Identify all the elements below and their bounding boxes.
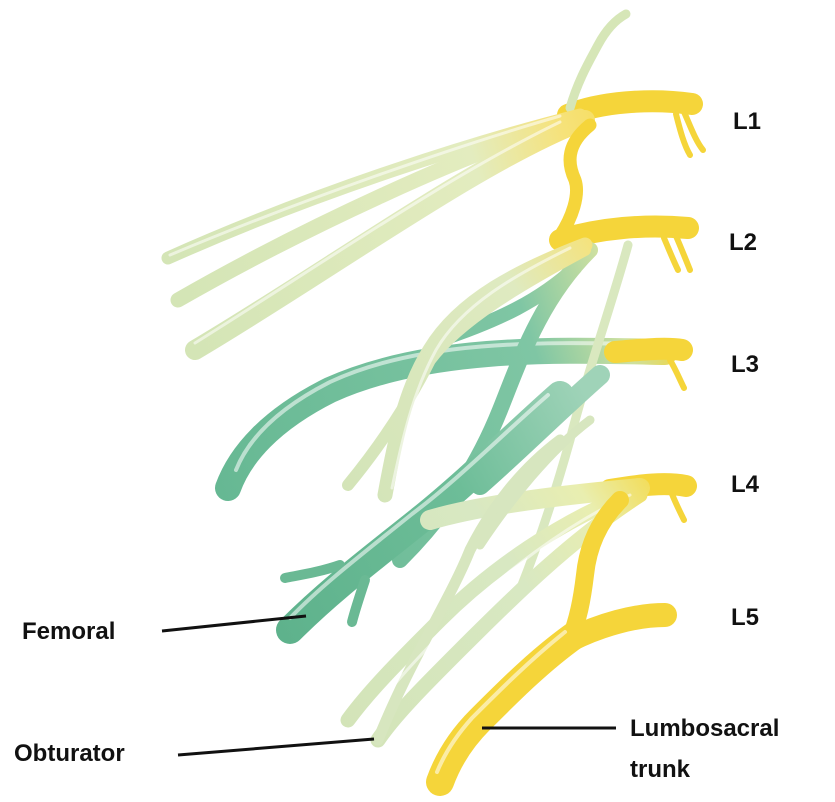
femoral-label: Femoral	[22, 618, 115, 645]
root-label-l1: L1	[733, 108, 761, 135]
root-label-l3: L3	[731, 351, 759, 378]
l1-l2-connection	[560, 125, 590, 236]
obturator-leader-line	[178, 739, 374, 755]
root-label-l4: L4	[731, 471, 760, 498]
l1-branch-lower	[195, 120, 585, 350]
lumbosacral-label-line2: trunk	[630, 756, 691, 783]
l3-root-yellow	[615, 349, 682, 352]
l2-root-yellow	[560, 227, 688, 241]
root-label-l2: L2	[729, 229, 757, 256]
l3-nerve-group	[228, 343, 684, 488]
obturator-label: Obturator	[14, 740, 125, 767]
l1-nerve-group	[168, 14, 703, 350]
lumbosacral-label-line1: Lumbosacral	[630, 715, 779, 742]
root-label-l5: L5	[731, 604, 759, 631]
l3-rootlet	[670, 360, 684, 388]
l4-rootlet	[672, 494, 684, 520]
